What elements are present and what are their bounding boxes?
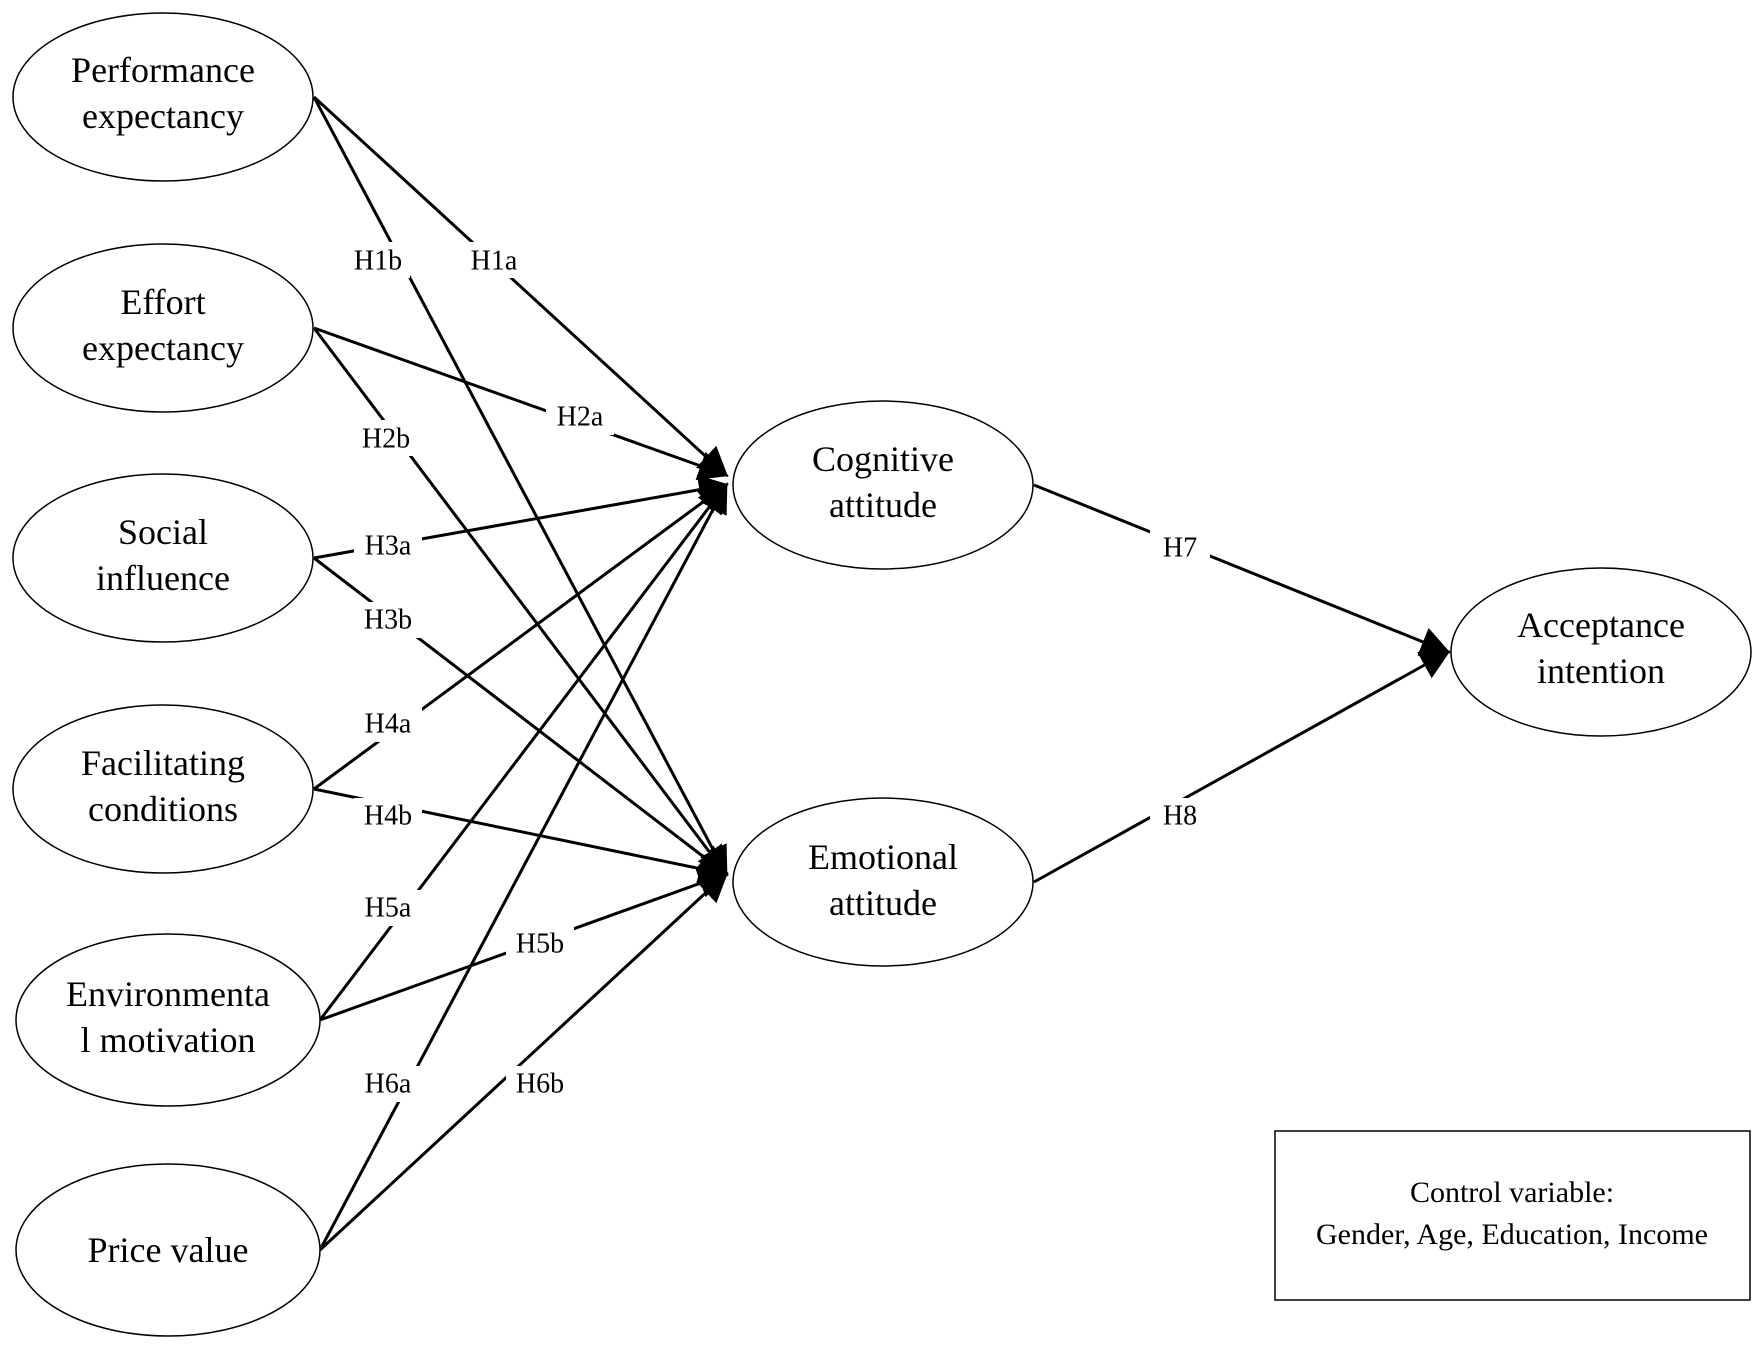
label-h3b: H3b bbox=[364, 605, 412, 636]
node-environmental-motivation: Environmenta l motivation bbox=[15, 933, 321, 1107]
facilitating-conditions-line1: Facilitating bbox=[81, 743, 245, 783]
node-social-influence: Social influence bbox=[12, 473, 314, 643]
cognitive-attitude-line1: Cognitive bbox=[812, 439, 954, 479]
label-h6b: H6b bbox=[516, 1069, 564, 1100]
acceptance-intention-line2: intention bbox=[1537, 651, 1665, 691]
node-facilitating-conditions: Facilitating conditions bbox=[12, 704, 314, 874]
node-effort-expectancy: Effort expectancy bbox=[12, 243, 314, 413]
label-h2b: H2b bbox=[362, 424, 410, 455]
node-cognitive-attitude: Cognitive attitude bbox=[732, 400, 1034, 570]
performance-expectancy-line1: Performance bbox=[71, 50, 255, 90]
label-h1a: H1a bbox=[471, 246, 518, 277]
cognitive-attitude-line2: attitude bbox=[829, 485, 937, 525]
label-h5a: H5a bbox=[365, 893, 412, 924]
performance-expectancy-line2: expectancy bbox=[82, 96, 244, 136]
control-variable-title: Control variable: bbox=[1410, 1176, 1614, 1209]
emotional-attitude-line1: Emotional bbox=[808, 837, 958, 877]
node-acceptance-intention: Acceptance intention bbox=[1450, 567, 1752, 737]
facilitating-conditions-line2: conditions bbox=[88, 789, 238, 829]
emotional-attitude-line2: attitude bbox=[829, 883, 937, 923]
node-performance-expectancy: Performance expectancy bbox=[12, 12, 314, 182]
edge-h1b bbox=[312, 96, 728, 877]
label-h1b: H1b bbox=[354, 246, 402, 277]
label-h2a: H2a bbox=[557, 402, 604, 433]
node-price-value: Price value bbox=[15, 1163, 321, 1337]
edge-h7 bbox=[1033, 483, 1451, 656]
edge-h6b bbox=[318, 871, 729, 1252]
control-variable-list: Gender, Age, Education, Income bbox=[1316, 1218, 1708, 1251]
label-h5b: H5b bbox=[516, 929, 564, 960]
effort-expectancy-line2: expectancy bbox=[82, 328, 244, 368]
edge-h8 bbox=[1033, 650, 1451, 884]
label-h4b: H4b bbox=[364, 801, 412, 832]
edge-h5a bbox=[318, 482, 728, 1021]
label-h6a: H6a bbox=[365, 1069, 412, 1100]
environmental-motivation-line2: l motivation bbox=[81, 1020, 256, 1060]
label-h7: H7 bbox=[1163, 533, 1197, 564]
edge-h6a bbox=[318, 482, 728, 1251]
acceptance-intention-line1: Acceptance bbox=[1517, 605, 1685, 645]
effort-expectancy-line1: Effort bbox=[120, 282, 205, 322]
label-h4a: H4a bbox=[365, 709, 412, 740]
control-variable-box: Control variable: Gender, Age, Education… bbox=[1274, 1130, 1751, 1301]
edge-h2a bbox=[313, 326, 729, 481]
environmental-motivation-line1: Environmenta bbox=[66, 974, 270, 1014]
edge-labels: H1a H1b H2a H2b H3a H3b H4a H4b H5a H5b … bbox=[346, 242, 1210, 1102]
social-influence-line1: Social bbox=[118, 512, 208, 552]
label-h3a: H3a bbox=[365, 531, 412, 562]
price-value-line1: Price value bbox=[88, 1230, 249, 1270]
label-h8: H8 bbox=[1163, 801, 1197, 832]
social-influence-line2: influence bbox=[96, 558, 230, 598]
node-emotional-attitude: Emotional attitude bbox=[732, 797, 1034, 967]
edge-h1a bbox=[312, 95, 729, 478]
edge-h2b bbox=[312, 327, 728, 877]
